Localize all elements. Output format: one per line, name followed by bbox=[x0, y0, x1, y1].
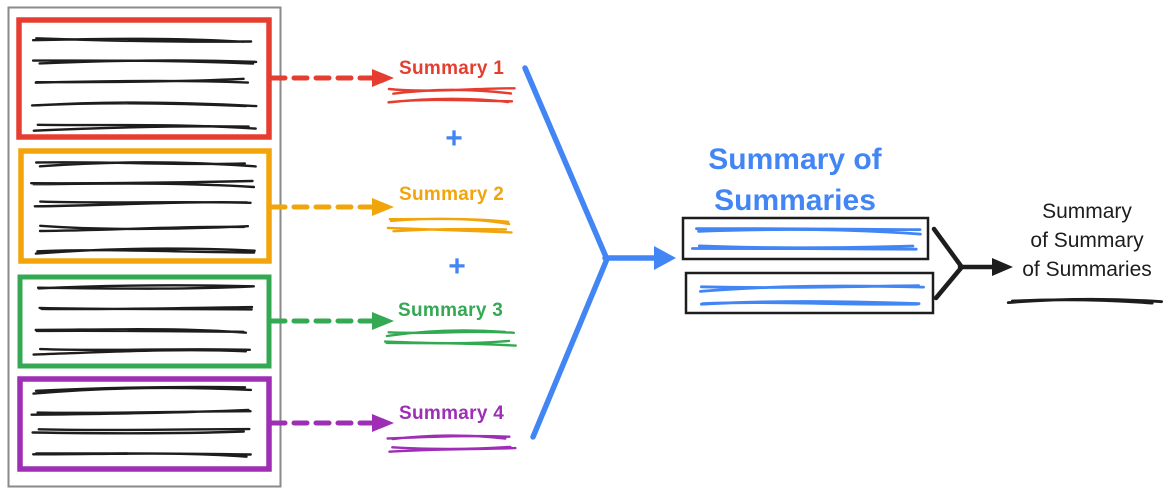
summary-1-scribbles bbox=[387, 87, 516, 104]
summary-2-label: Summary 2 bbox=[399, 184, 505, 205]
final-label-line-2: of Summary bbox=[1030, 229, 1144, 252]
document-4-box bbox=[17, 376, 272, 472]
summary-of-summaries-title: Summary of Summaries bbox=[695, 139, 895, 221]
summary-3-scribbles bbox=[383, 329, 517, 347]
dashed-arrow-yellow bbox=[269, 198, 394, 216]
final-summary-label: Summary of Summary of Summaries bbox=[1002, 197, 1170, 284]
plus-operator-2: + bbox=[448, 250, 466, 283]
document-1-text-scribbles bbox=[30, 37, 258, 132]
final-summary-scribble bbox=[1006, 297, 1163, 305]
merge-arrow bbox=[522, 65, 676, 440]
summary-4-scribbles bbox=[386, 434, 517, 453]
sos-box-2 bbox=[684, 271, 935, 315]
sos-title-line-2: Summaries bbox=[714, 184, 876, 217]
document-2-text-scribbles bbox=[30, 161, 257, 255]
final-label-line-3: of Summaries bbox=[1022, 258, 1152, 281]
sos-box-2-scribbles bbox=[699, 284, 925, 306]
summary-3-label: Summary 3 bbox=[398, 300, 504, 321]
sos-title-line-1: Summary of bbox=[708, 143, 882, 176]
dashed-arrow-purple bbox=[269, 414, 394, 432]
summary-2-scribbles bbox=[386, 217, 513, 234]
summary-1-label: Summary 1 bbox=[399, 58, 505, 79]
final-label-line-1: Summary bbox=[1042, 200, 1132, 223]
dashed-arrow-green bbox=[269, 312, 394, 330]
document-4-text-scribbles bbox=[30, 385, 253, 458]
document-stack-outline bbox=[7, 6, 282, 488]
document-3-text-scribbles bbox=[32, 284, 255, 356]
document-2-box bbox=[18, 148, 272, 264]
sos-box-1 bbox=[681, 216, 930, 261]
sos-box-1-scribbles bbox=[691, 227, 922, 251]
summary-4-label: Summary 4 bbox=[399, 403, 505, 424]
document-1-box bbox=[16, 17, 272, 140]
document-3-box bbox=[17, 274, 272, 369]
plus-operator-1: + bbox=[445, 122, 463, 155]
final-merge-arrow bbox=[931, 226, 1013, 301]
dashed-arrow-red bbox=[269, 69, 394, 87]
